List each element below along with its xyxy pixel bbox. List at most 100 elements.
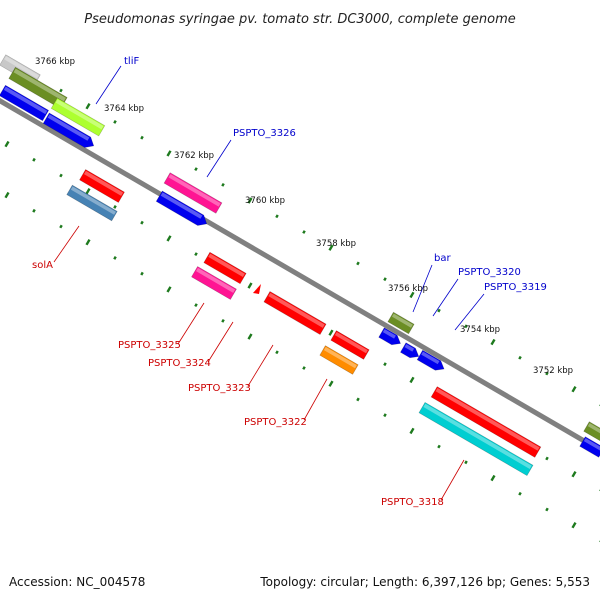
outer-scale-tick (166, 150, 172, 157)
outer-scale-tick (113, 120, 117, 124)
feature-green-light[interactable] (50, 97, 106, 137)
inner-scale-tick (247, 282, 253, 289)
inner-scale-tick (140, 220, 144, 225)
bottom-scale-tick (409, 427, 415, 435)
inner-scale-tick (59, 173, 63, 178)
bottom-scale-tick (571, 522, 577, 529)
outer-scale-tick (140, 135, 144, 140)
outer-scale-tick (464, 324, 468, 329)
feature-orange-3322[interactable] (319, 345, 359, 375)
tick-label-3754: 3754 kbp (460, 325, 500, 335)
feature-green-edge[interactable] (583, 421, 600, 443)
feature-bar[interactable] (387, 311, 415, 335)
gene-label-PSPTO_3318[interactable]: PSPTO_3318 (381, 497, 444, 508)
label-leaders (53, 65, 485, 501)
inner-scale-tick (85, 188, 91, 195)
bottom-scale-tick (59, 224, 63, 229)
feature-red-3325[interactable] (203, 251, 247, 285)
inner-scale-tick (32, 157, 36, 162)
leader-PSPTO_3324 (207, 321, 234, 363)
gene-label-PSPTO_3323[interactable]: PSPTO_3323 (188, 383, 251, 394)
inner-scale-tick (571, 471, 577, 478)
outer-scale-tick (356, 261, 360, 266)
inner-scale-tick (409, 376, 415, 384)
gene-label-PSPTO_3326[interactable]: PSPTO_3326 (233, 128, 296, 139)
bottom-scale-tick (85, 239, 91, 246)
leader-PSPTO_3323 (247, 344, 274, 387)
tick-label-3764: 3764 kbp (104, 104, 144, 114)
leader-PSPTO_3322 (303, 378, 328, 421)
feature-blue-2[interactable] (42, 112, 97, 151)
feature-blue-3319[interactable] (416, 349, 447, 374)
outer-scale-tick (85, 103, 91, 110)
feature-blue-3326[interactable] (155, 190, 210, 229)
leader-solA (53, 225, 80, 263)
feature-blue-3320[interactable] (400, 342, 421, 362)
tick-label-3760: 3760 kbp (245, 196, 285, 206)
tick-label-3758: 3758 kbp (316, 239, 356, 249)
bottom-scale-tick (4, 191, 10, 199)
inner-scale-tick (194, 252, 198, 257)
topology-text: Topology: circular; Length: 6,397,126 bp… (259, 575, 590, 589)
outer-scale-tick (545, 371, 549, 376)
outer-scale-tick (490, 338, 496, 346)
outer-scale-tick (409, 291, 415, 299)
outer-scale-tick (194, 167, 198, 172)
bottom-scale-tick (302, 366, 306, 370)
outer-scale-tick (328, 244, 334, 251)
gene-label-PSPTO_3322[interactable]: PSPTO_3322 (244, 417, 307, 428)
bottom-scale-tick (518, 491, 522, 496)
gene-features (0, 54, 600, 477)
accession-text: Accession: NC_004578 (9, 575, 145, 589)
feature-red-1[interactable] (79, 169, 125, 203)
genome-backbone (0, 97, 600, 454)
feature-blue-1[interactable] (0, 84, 50, 122)
bottom-scale-tick (166, 286, 172, 293)
feature-red-3318[interactable] (430, 386, 542, 458)
gene-label-PSPTO_3320[interactable]: PSPTO_3320 (458, 267, 521, 278)
leader-tliF (95, 65, 122, 105)
gene-label-bar[interactable]: bar (434, 253, 451, 264)
bottom-scale-tick (356, 397, 360, 402)
inner-scale-tick (545, 456, 549, 461)
feature-red-3322a[interactable] (330, 330, 370, 360)
leader-PSPTO_3326 (206, 139, 232, 178)
feature-red-3323[interactable] (263, 291, 327, 335)
gene-label-tliF[interactable]: tliF (124, 56, 139, 67)
feature-cyan-3318[interactable] (418, 401, 534, 477)
gene-label-PSPTO_3325[interactable]: PSPTO_3325 (118, 340, 181, 351)
outer-scale-tick (221, 182, 225, 187)
gene-label-PSPTO_3324[interactable]: PSPTO_3324 (148, 358, 211, 369)
inner-scale-tick (113, 205, 117, 209)
leader-PSPTO_3325 (177, 302, 205, 345)
bottom-scale-tick (437, 444, 441, 449)
gene-label-PSPTO_3319[interactable]: PSPTO_3319 (484, 282, 547, 293)
feature-blue-bar[interactable] (378, 327, 404, 349)
map-title: Pseudomonas syringae pv. tomato str. DC3… (84, 12, 516, 27)
feature-pink-3326[interactable] (163, 172, 223, 214)
bottom-scale-tick (545, 507, 549, 512)
tick-label-3766: 3766 kbp (35, 57, 75, 67)
feature-blue-edge[interactable] (579, 436, 600, 458)
outer-scale-tick (437, 308, 441, 313)
outer-scale-tick (247, 197, 253, 204)
tick-label-3762: 3762 kbp (174, 151, 214, 161)
feature-red-marker (253, 284, 261, 294)
leader-PSPTO_3318 (440, 459, 465, 501)
tick-label-3752: 3752 kbp (533, 366, 573, 376)
bottom-scale-tick (275, 350, 279, 355)
leader-bar (412, 264, 433, 313)
outer-scale-tick (275, 214, 279, 219)
feature-pink-3324[interactable] (191, 266, 237, 300)
bottom-scale-tick (113, 256, 117, 260)
outer-scale-tick (571, 386, 577, 393)
outer-scale-tick (59, 88, 63, 93)
leader-PSPTO_3320 (432, 278, 459, 317)
gene-label-solA[interactable]: solA (32, 260, 53, 271)
outer-scale-tick (518, 355, 522, 360)
feature-steelblue[interactable] (66, 184, 118, 222)
bottom-scale-tick (383, 413, 387, 418)
inner-scale-tick (166, 235, 172, 242)
bottom-scale-tick (221, 318, 225, 323)
bottom-scale-tick (194, 303, 198, 308)
